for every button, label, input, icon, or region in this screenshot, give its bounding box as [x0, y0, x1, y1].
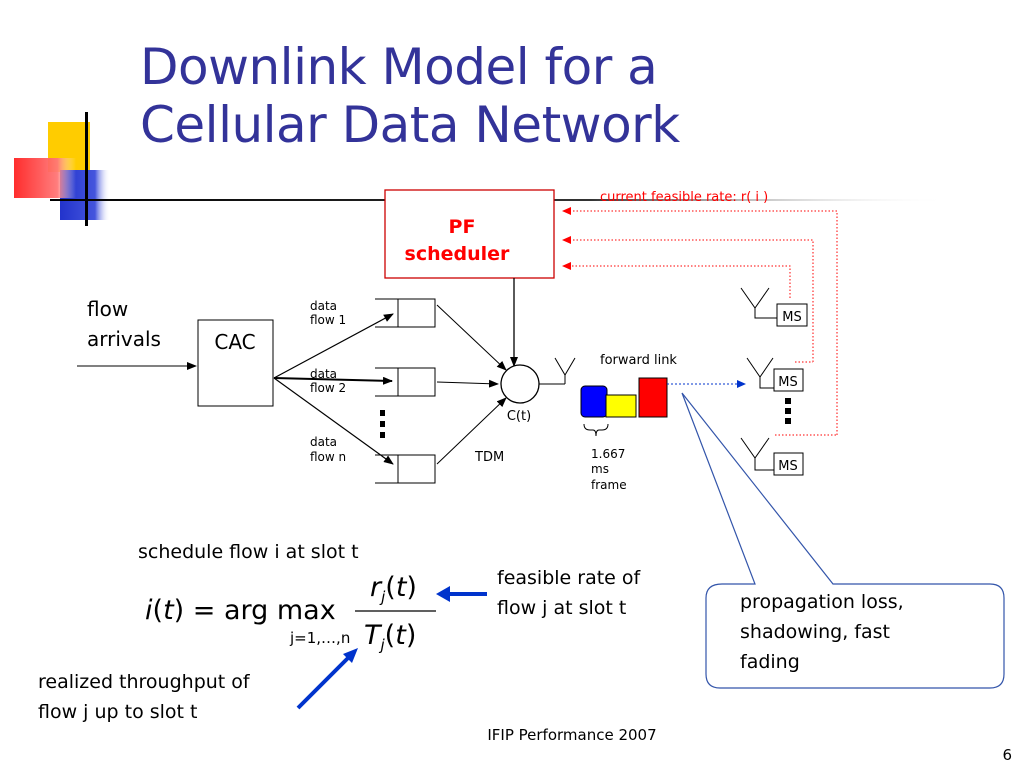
flow-arrivals-label-1: flow [87, 297, 128, 321]
fading-callout [681, 392, 1005, 689]
fading-text-2: shadowing, fast [740, 621, 890, 643]
fading-text-3: fading [740, 651, 800, 673]
cac-label: CAC [214, 330, 255, 354]
formula-subscript: j=1,…,n [289, 629, 350, 647]
rate-annotation-1: feasible rate of [497, 567, 642, 589]
queue-label-2b: flow 2 [310, 381, 346, 395]
feedback-rate-label: current feasible rate: r( i ) [600, 190, 768, 205]
base-station-antenna-icon [554, 357, 576, 384]
capacity-label: C(t) [507, 409, 531, 424]
title-line-2: Cellular Data Network [140, 96, 680, 154]
pf-scheduler-label-2: scheduler [405, 243, 511, 265]
mobile-station-3: MS [740, 437, 804, 476]
queue-to-server-arrows [436, 304, 507, 465]
throughput-annotation-arrow [296, 654, 352, 710]
title-line-1: Downlink Model for a [140, 38, 658, 96]
queue-label-1a: data [310, 299, 337, 313]
pf-scheduler-box [384, 189, 555, 279]
pf-formula: i(t) = arg max j=1,…,n rj(t) Tj(t) [145, 572, 436, 654]
ms-label-3: MS [778, 459, 797, 474]
queue-label-2a: data [310, 367, 337, 381]
footer-text: IFIP Performance 2007 [487, 726, 656, 744]
cac-box [197, 319, 274, 407]
antenna-icon [740, 287, 780, 319]
svg-text:Tj(t): Tj(t) [364, 620, 416, 654]
throughput-annotation-2: flow j up to slot t [38, 701, 198, 723]
queue-flow-2: data flow 2 [310, 367, 436, 397]
flow-arrivals-label-2: arrivals [87, 327, 161, 351]
pf-scheduler-label-1: PF [449, 216, 476, 238]
frame-label-1: 1.667 [591, 447, 625, 461]
svg-text:i(t) = arg max: i(t) = arg max [145, 595, 336, 626]
page-number: 6 [1002, 746, 1012, 764]
mobile-station-2: MS [746, 357, 804, 392]
queue-label-nb: flow n [310, 450, 346, 464]
throughput-annotation-1: realized throughput of [38, 671, 251, 693]
queue-flow-1: data flow 1 [310, 298, 436, 328]
ms-label-2: MS [778, 375, 797, 390]
rate-annotation-2: flow j at slot t [497, 597, 626, 619]
svg-text:rj(t): rj(t) [370, 572, 417, 606]
slot-block-red [638, 377, 668, 418]
mobile-station-1: MS [740, 287, 808, 327]
queue-flow-n: data flow n [310, 435, 436, 484]
ms-label-1: MS [782, 310, 801, 325]
slide-title: Downlink Model for a Cellular Data Netwo… [140, 38, 680, 154]
slot-block-yellow [605, 394, 637, 418]
queue-label-1b: flow 1 [310, 313, 346, 327]
antenna-icon [740, 437, 774, 471]
tdm-label: TDM [474, 450, 504, 465]
server-circle [500, 364, 540, 404]
mobile-ellipsis [785, 398, 791, 424]
frame-label-3: frame [591, 478, 627, 492]
formula-caption: schedule flow i at slot t [138, 541, 359, 563]
frame-label-2: ms [591, 462, 609, 476]
forward-link-label: forward link [600, 353, 677, 368]
feedback-lines [562, 207, 838, 436]
antenna-icon [746, 357, 774, 389]
cac-to-queue-arrows [273, 313, 394, 465]
queue-label-na: data [310, 435, 337, 449]
queue-ellipsis [380, 410, 385, 438]
fading-text-1: propagation loss, [740, 591, 904, 613]
slot-block-blue [580, 385, 608, 418]
frame-brace [583, 423, 609, 437]
